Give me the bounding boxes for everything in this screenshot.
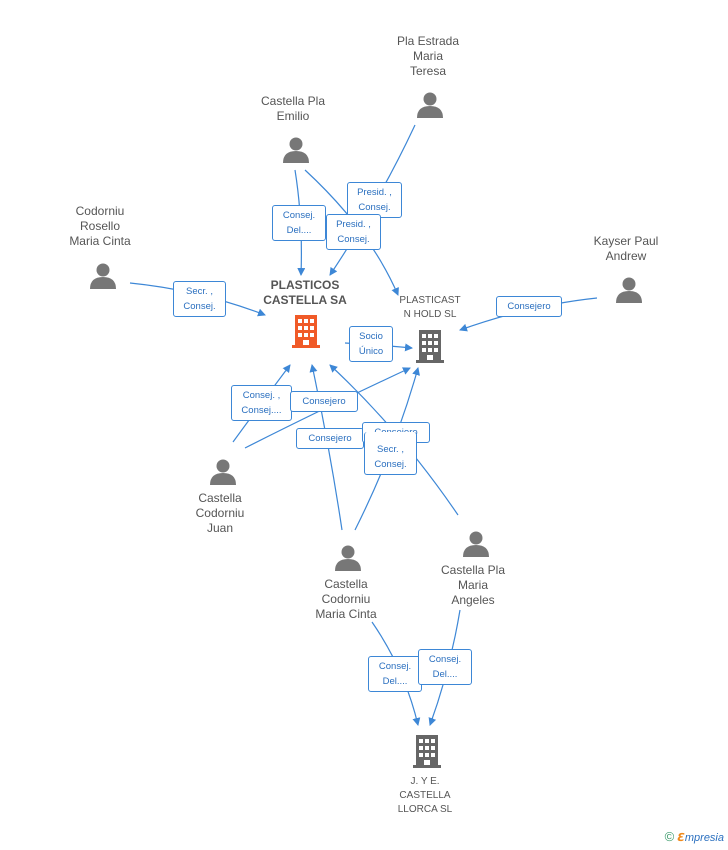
person-icon — [90, 263, 116, 289]
edge-label-consej-del: Consej. Del.... — [418, 649, 472, 685]
person-label-codorniu-rosello[interactable]: Codorniu Rosello Maria Cinta — [69, 204, 131, 248]
edge-label-consej-consej: Consej. , Consej.... — [231, 385, 292, 421]
copyright-icon: © — [664, 829, 675, 844]
company-label-jye[interactable]: J. Y E. CASTELLA LLORCA SL — [397, 776, 453, 815]
company-label-plasticos[interactable]: PLASTICOS CASTELLA SA — [263, 278, 347, 307]
brand-watermark: © ℇmpresia — [665, 829, 724, 844]
person-label-castella-pla-maria-angeles[interactable]: Castella Pla Maria Angeles — [440, 563, 506, 607]
edge-label-presid-consej: Presid. , Consej. — [326, 214, 381, 250]
person-icon — [210, 459, 236, 485]
building-icon — [292, 315, 320, 348]
edge-label-secr-consej: Secr. , Consej. — [173, 281, 226, 317]
edge-label-consejero: Consejero — [496, 296, 562, 317]
edge-label-secr-consej: Secr. , Consej. — [364, 432, 417, 475]
person-icon — [463, 531, 489, 557]
person-label-pla-estrada[interactable]: Pla Estrada Maria Teresa — [396, 34, 460, 78]
edge-label-presid-consej: Presid. , Consej. — [347, 182, 402, 218]
person-icon — [283, 137, 309, 163]
person-icon — [616, 277, 642, 303]
building-icon — [416, 330, 444, 363]
person-label-castella-codorniu-maria-cinta[interactable]: Castella Codorniu Maria Cinta — [315, 577, 377, 621]
person-label-castella-codorniu-juan[interactable]: Castella Codorniu Juan — [195, 491, 245, 535]
person-icon — [417, 92, 443, 118]
person-icon — [335, 545, 361, 571]
brand-logo-letter: ℇ — [677, 832, 685, 844]
edge-label-consejero: Consejero — [290, 391, 358, 412]
company-label-plasticast[interactable]: PLASTICAST N HOLD SL — [399, 295, 461, 320]
edge-label-socio-unico: Socio Único — [349, 326, 393, 362]
edge-label-consejero: Consejero — [296, 428, 364, 449]
person-label-castella-pla-emilio[interactable]: Castella Pla Emilio — [260, 94, 326, 123]
edge-label-consej-del: Consej. Del.... — [272, 205, 326, 241]
building-icon — [413, 735, 441, 768]
brand-name: mpresia — [684, 832, 724, 844]
edge-label-consej-del: Consej. Del.... — [368, 656, 422, 692]
person-label-kayser[interactable]: Kayser Paul Andrew — [593, 234, 659, 263]
